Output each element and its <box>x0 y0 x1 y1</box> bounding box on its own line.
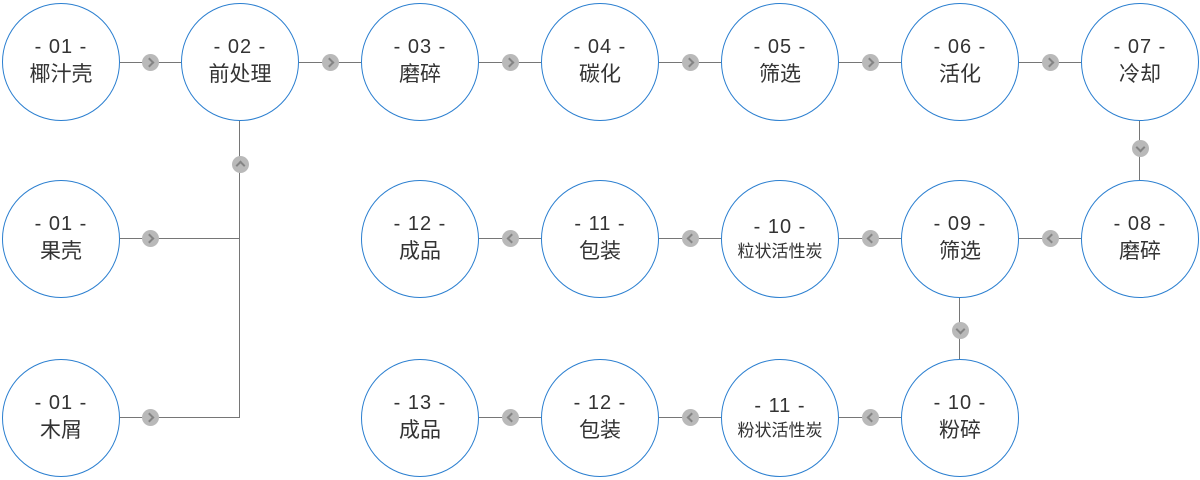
chevron-left-icon <box>502 230 519 247</box>
chevron-right-icon <box>1042 54 1059 71</box>
step-label: 筛选 <box>939 240 981 264</box>
chevron-left-icon <box>862 409 879 426</box>
step-number: - 03 - <box>393 36 447 59</box>
connector-line <box>120 238 240 239</box>
step-number: - 13 - <box>393 392 447 415</box>
step-number: - 08 - <box>1113 213 1167 236</box>
node-11-powdered-activated-carbon: - 11 - 粉状活性炭 <box>721 359 839 477</box>
node-12-packaging: - 12 - 包装 <box>541 359 659 477</box>
step-label: 成品 <box>399 419 441 443</box>
step-number: - 09 - <box>933 213 987 236</box>
chevron-right-icon <box>322 54 339 71</box>
step-label: 冷却 <box>1119 63 1161 87</box>
chevron-right-icon <box>142 409 159 426</box>
chevron-right-icon <box>142 230 159 247</box>
step-number: - 01 - <box>34 392 88 415</box>
step-number: - 10 - <box>753 216 807 239</box>
node-10-pulverizing: - 10 - 粉碎 <box>901 359 1019 477</box>
step-number: - 12 - <box>573 392 627 415</box>
step-number: - 02 - <box>213 36 267 59</box>
step-number: - 01 - <box>34 213 88 236</box>
node-04-carbonization: - 04 - 碳化 <box>541 3 659 121</box>
step-label: 包装 <box>579 419 621 443</box>
step-label: 成品 <box>399 240 441 264</box>
chevron-left-icon <box>1042 230 1059 247</box>
step-label: 果壳 <box>40 240 82 264</box>
chevron-down-icon <box>952 322 969 339</box>
step-number: - 11 - <box>754 395 806 418</box>
chevron-right-icon <box>862 54 879 71</box>
chevron-left-icon <box>862 230 879 247</box>
node-01-coconut-shell: - 01 - 椰汁壳 <box>2 3 120 121</box>
step-label: 木屑 <box>40 419 82 443</box>
connector-line <box>120 417 240 418</box>
node-12-finished-product: - 12 - 成品 <box>361 180 479 298</box>
node-06-activation: - 06 - 活化 <box>901 3 1019 121</box>
node-09-screening: - 09 - 筛选 <box>901 180 1019 298</box>
chevron-right-icon <box>502 54 519 71</box>
step-label: 粒状活性炭 <box>737 242 823 262</box>
step-label: 碳化 <box>579 63 621 87</box>
step-number: - 01 - <box>34 36 88 59</box>
step-number: - 10 - <box>933 392 987 415</box>
connector-line <box>239 121 240 418</box>
chevron-right-icon <box>682 54 699 71</box>
node-10-granular-activated-carbon: - 10 - 粒状活性炭 <box>721 180 839 298</box>
chevron-left-icon <box>682 409 699 426</box>
step-label: 磨碎 <box>1119 240 1161 264</box>
step-label: 活化 <box>939 63 981 87</box>
node-13-finished-product: - 13 - 成品 <box>361 359 479 477</box>
step-label: 磨碎 <box>399 63 441 87</box>
chevron-left-icon <box>682 230 699 247</box>
step-label: 粉状活性炭 <box>737 421 823 441</box>
node-11-packaging: - 11 - 包装 <box>541 180 659 298</box>
step-label: 前处理 <box>208 63 272 87</box>
chevron-down-icon <box>1132 140 1149 157</box>
step-number: - 11 - <box>574 213 626 236</box>
step-number: - 05 - <box>753 36 807 59</box>
step-number: - 04 - <box>573 36 627 59</box>
step-label: 椰汁壳 <box>29 63 93 87</box>
node-05-screening: - 05 - 筛选 <box>721 3 839 121</box>
step-label: 包装 <box>579 240 621 264</box>
step-label: 筛选 <box>759 63 801 87</box>
node-08-grinding: - 08 - 磨碎 <box>1081 180 1199 298</box>
step-label: 粉碎 <box>939 419 981 443</box>
step-number: - 06 - <box>933 36 987 59</box>
node-07-cooling: - 07 - 冷却 <box>1081 3 1199 121</box>
node-01-sawdust: - 01 - 木屑 <box>2 359 120 477</box>
chevron-right-icon <box>142 54 159 71</box>
node-02-pretreatment: - 02 - 前处理 <box>181 3 299 121</box>
step-number: - 12 - <box>393 213 447 236</box>
chevron-up-icon <box>232 156 249 173</box>
node-01-nut-shell: - 01 - 果壳 <box>2 180 120 298</box>
step-number: - 07 - <box>1113 36 1167 59</box>
chevron-left-icon <box>502 409 519 426</box>
node-03-grinding: - 03 - 磨碎 <box>361 3 479 121</box>
